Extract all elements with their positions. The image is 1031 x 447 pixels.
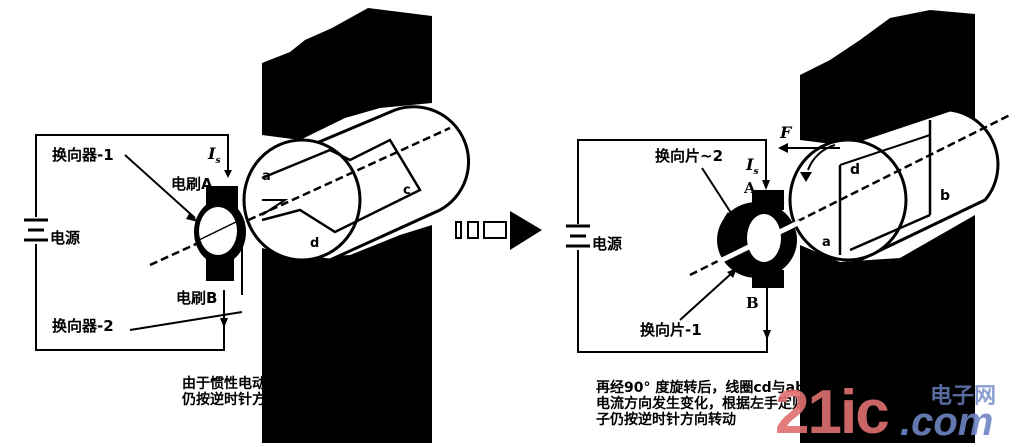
caption-left: 由于惯性电动机转子 仍按逆时针方向转动 <box>182 376 308 408</box>
label-coil-d-left: d <box>310 236 320 251</box>
caption-right-line-3: 子仍按逆时针方向转动 <box>596 412 736 428</box>
caption-left-line-2: 仍按逆时针方向转动 <box>182 392 308 408</box>
right-arrow-icon <box>455 211 542 250</box>
label-coil-d-right: d <box>850 162 861 178</box>
commutator-left <box>194 186 246 281</box>
label-current-left: Is <box>208 144 221 167</box>
battery-icon-right <box>566 224 590 248</box>
current-arrow-icon <box>224 170 232 178</box>
caption-right-line-1: 再经90° 度旋转后，线圈cd与ab做切割磁场运行, 且 <box>596 380 928 396</box>
magnet-pole-bottom-left <box>262 225 432 443</box>
caption-right-line-2: 电流方向发生变化，根据左手定则,线圈受力转矩 <box>596 396 896 412</box>
label-force: F <box>780 123 792 142</box>
caption-left-line-1: 由于惯性电动机转子 <box>182 376 308 392</box>
coil-cylinder-left <box>149 105 471 267</box>
label-coil-a-left: a <box>262 169 271 184</box>
label-brush-a-right: A <box>744 179 756 197</box>
battery-icon-left <box>24 218 48 242</box>
pointer-commutator-1 <box>124 154 196 219</box>
magnet-pole-bottom-right <box>800 215 975 443</box>
label-coil-c-left: c <box>403 183 411 198</box>
label-segment-2: 换向片~2 <box>655 147 724 165</box>
commutator-right <box>716 190 802 288</box>
label-power-left: 电源 <box>50 229 81 247</box>
label-brush-b-right: B <box>746 294 759 312</box>
pointer-segment-2 <box>701 167 734 217</box>
coil-cylinder-right <box>689 108 1011 277</box>
label-commutator-2: 换向器-2 <box>52 317 114 335</box>
label-brush-a: 电刷A <box>171 175 213 193</box>
pointer-segment-1 <box>679 271 734 321</box>
label-segment-1: 换向片-1 <box>640 321 702 339</box>
watermark-electronics: 电子网 <box>930 384 997 409</box>
label-coil-b-right: b <box>940 188 951 204</box>
circuit-wire-right <box>577 139 768 353</box>
current-arrow-down-icon <box>220 318 228 328</box>
label-commutator-1: 换向器-1 <box>52 146 114 164</box>
label-power-right: 电源 <box>592 235 623 253</box>
watermark-21ic: 21ic <box>775 378 890 447</box>
magnet-pole-top-left <box>262 8 432 140</box>
label-brush-b: 电刷B <box>176 289 218 307</box>
label-coil-a-right: a <box>822 235 831 250</box>
label-current-right: Is <box>746 155 759 178</box>
watermark-com: .com <box>900 400 994 444</box>
pointer-commutator-2 <box>129 311 243 331</box>
caption-right: 再经90° 度旋转后，线圈cd与ab做切割磁场运行, 且 电流方向发生变化，根据… <box>596 380 927 428</box>
